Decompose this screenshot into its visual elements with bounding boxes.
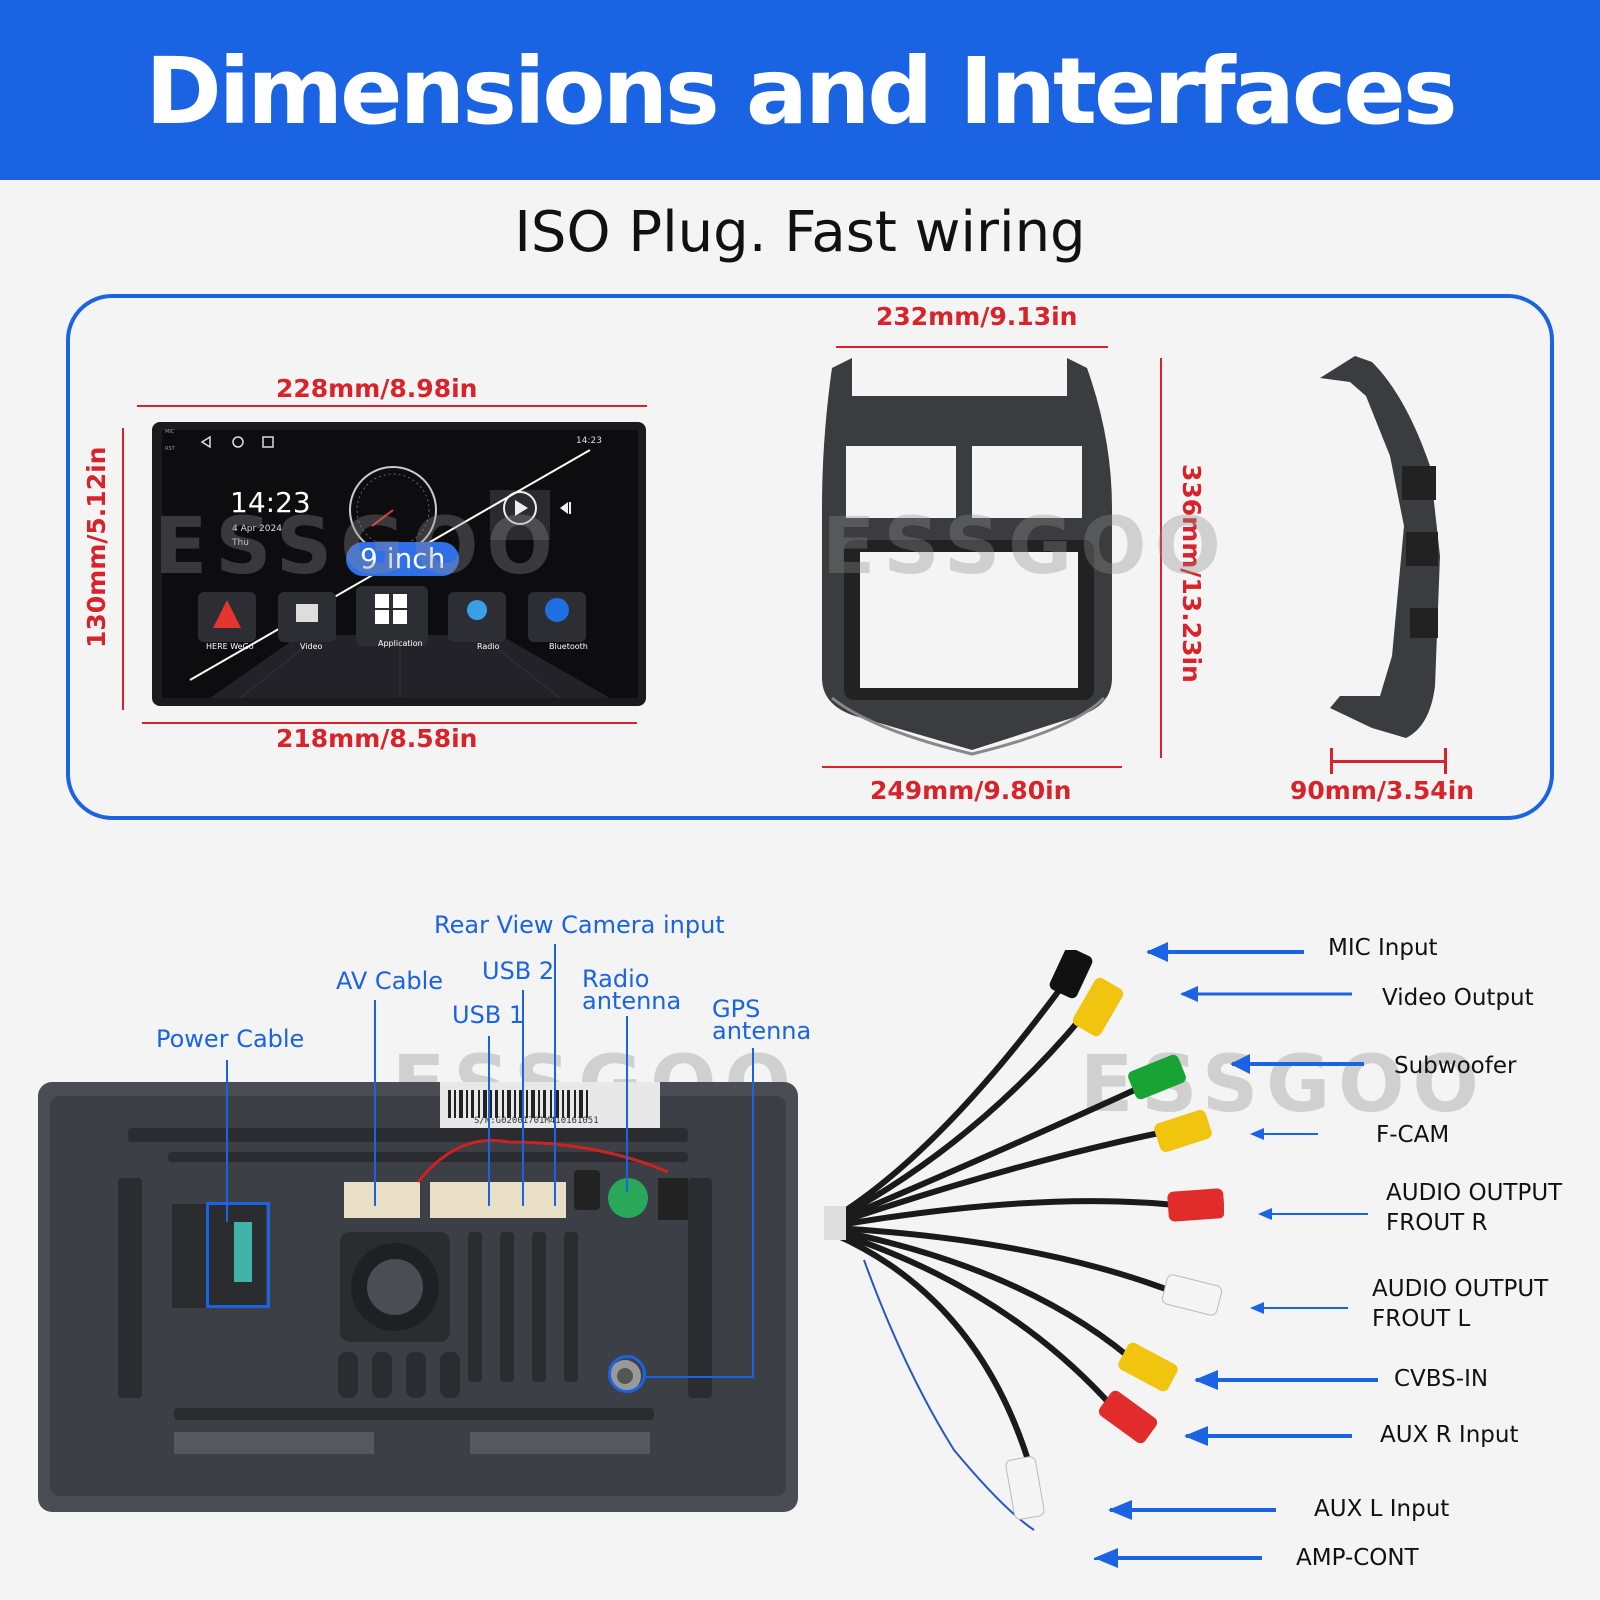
- back-panel: [38, 1082, 798, 1512]
- label-gps-antenna: GPS antenna: [712, 995, 812, 1045]
- dim-frame-top: 232mm/9.13in: [876, 302, 1078, 331]
- cable-label-mic-input: MIC Input: [1328, 935, 1438, 961]
- label-radio-antenna: Radio antenna: [582, 965, 682, 1015]
- cable-label-f-cam: F-CAM: [1376, 1122, 1450, 1148]
- header-banner: Dimensions and Interfaces: [0, 0, 1600, 180]
- side-profile: [1320, 356, 1440, 738]
- app-label-application: Application: [378, 639, 423, 648]
- power-connector-highlight: [206, 1202, 270, 1308]
- line-usb1: [488, 1036, 490, 1206]
- size-badge: 9 inch: [346, 542, 460, 576]
- watermark-1: ESSGOO: [154, 502, 561, 592]
- rca-cable-harness: [824, 950, 1224, 1531]
- serial-number: S/N:G02001701M410161051: [474, 1116, 599, 1126]
- gps-connector-highlight: [608, 1355, 646, 1393]
- dash-frame: [822, 358, 1112, 756]
- cable-label-cvbs-in: CVBS-IN: [1394, 1366, 1489, 1392]
- line-usb2: [522, 990, 524, 1206]
- dim-line-screen-bottom: [142, 722, 637, 724]
- page-subtitle: ISO Plug. Fast wiring: [514, 200, 1086, 265]
- line-av-cable: [374, 1000, 376, 1206]
- dim-tick-depth-right: [1444, 748, 1447, 774]
- app-label-here-wego: HERE WeGo: [206, 642, 254, 651]
- status-time: 14:23: [576, 436, 602, 446]
- cable-label-aux-l: AUX L Input: [1314, 1496, 1450, 1522]
- label-rear-camera: Rear View Camera input: [434, 911, 725, 939]
- screen-date: 4 Apr 2024: [232, 524, 282, 534]
- dim-line-frame-top: [836, 346, 1108, 348]
- side-label-mic: MIC: [165, 429, 175, 435]
- dim-screen-height: 130mm/5.12in: [82, 446, 111, 648]
- screen-day: Thu: [232, 538, 249, 548]
- cable-arrows: [1094, 942, 1378, 1560]
- line-power-cable: [226, 1060, 228, 1222]
- dim-line-frame-height: [1160, 358, 1162, 758]
- dim-line-screen-height: [122, 428, 124, 710]
- app-label-radio: Radio: [477, 642, 500, 651]
- label-power-cable: Power Cable: [156, 1025, 305, 1053]
- cable-label-aux-r: AUX R Input: [1380, 1422, 1519, 1448]
- screen-clock: 14:23: [230, 486, 311, 519]
- dim-line-screen-top: [137, 405, 647, 407]
- dim-depth: 90mm/3.54in: [1290, 776, 1475, 805]
- cable-label-video-output: Video Output: [1382, 985, 1534, 1011]
- line-rear-camera: [554, 944, 556, 1206]
- dimensions-panel: [66, 294, 1554, 820]
- line-gps-horizontal: [646, 1376, 754, 1378]
- dim-frame-bottom: 249mm/9.80in: [870, 776, 1072, 805]
- side-label-rst: RST: [165, 446, 175, 452]
- app-label-bluetooth: Bluetooth: [549, 642, 588, 651]
- dim-screen-top: 228mm/8.98in: [276, 374, 478, 403]
- app-label-video: Video: [300, 642, 323, 651]
- label-usb2: USB 2: [482, 957, 555, 985]
- label-av-cable: AV Cable: [336, 967, 444, 995]
- label-usb1: USB 1: [452, 1001, 525, 1029]
- line-gps-antenna: [752, 1048, 754, 1378]
- dim-screen-bottom: 218mm/8.58in: [276, 724, 478, 753]
- dim-line-frame-bottom: [822, 766, 1122, 768]
- dim-tick-depth-left: [1330, 748, 1333, 774]
- line-radio-antenna: [626, 1016, 628, 1192]
- page-title: Dimensions and Interfaces: [145, 38, 1457, 145]
- amp-cont-arrow: [1094, 1548, 1262, 1568]
- cable-label-audio-out-r: AUDIO OUTPUT FROUT R: [1386, 1180, 1563, 1236]
- cable-label-amp-cont: AMP-CONT: [1296, 1545, 1419, 1571]
- cable-label-audio-out-l: AUDIO OUTPUT FROUT L: [1372, 1276, 1549, 1332]
- watermark-2: ESSGOO: [822, 502, 1229, 592]
- dim-line-depth: [1330, 760, 1446, 763]
- cable-label-subwoofer: Subwoofer: [1394, 1053, 1517, 1079]
